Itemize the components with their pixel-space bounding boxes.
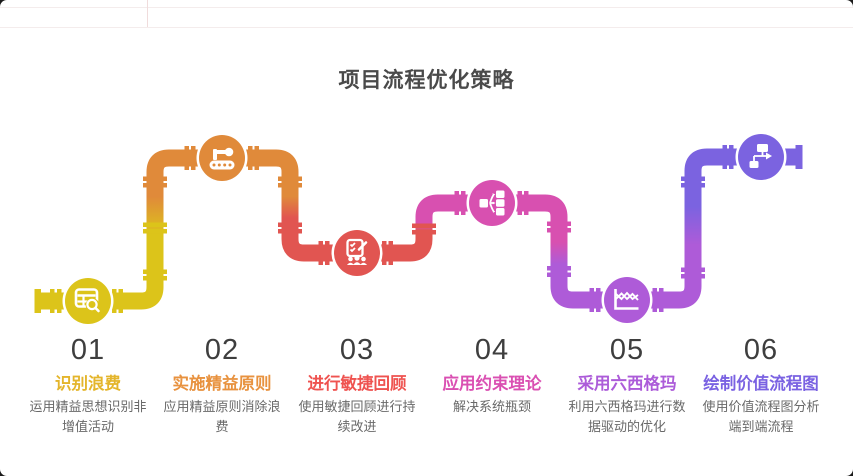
step-description-text: 运用精益思想识别非增值活动 bbox=[29, 399, 147, 434]
step-description-3: 使用敏捷回顾进行持续改进 bbox=[277, 397, 437, 436]
step-description-2: 应用精益原则消除浪费 bbox=[142, 397, 302, 436]
pipe-end-cap bbox=[795, 145, 803, 169]
step-title-1: 识别浪费 bbox=[55, 375, 121, 393]
flange bbox=[143, 222, 167, 227]
step-description-text: 使用敏捷回顾进行持续改进 bbox=[298, 399, 416, 434]
step-node-6 bbox=[735, 131, 787, 183]
flange bbox=[57, 289, 62, 313]
flange-group-1 bbox=[34, 222, 167, 313]
flange bbox=[681, 267, 705, 272]
table-search-icon bbox=[74, 288, 100, 313]
flowchart-icon bbox=[749, 144, 772, 168]
flange bbox=[278, 176, 302, 181]
step-node-1 bbox=[62, 275, 114, 327]
flange bbox=[461, 191, 466, 215]
flange bbox=[278, 183, 302, 188]
step-description-text: 使用价值流程图分析端到端流程 bbox=[702, 399, 820, 434]
flange bbox=[681, 176, 705, 181]
checklist-icon bbox=[346, 238, 368, 265]
flange bbox=[318, 241, 323, 265]
flange-group-3 bbox=[278, 222, 436, 265]
step-title-5: 采用六西格玛 bbox=[577, 375, 677, 393]
flange bbox=[517, 191, 522, 215]
step-description-text: 应用精益原则消除浪费 bbox=[163, 399, 281, 434]
flange bbox=[143, 229, 167, 234]
pipe-run-1 bbox=[38, 284, 164, 310]
flange-group-4 bbox=[454, 191, 571, 233]
step-title-6: 绘制价值流程图 bbox=[703, 375, 819, 393]
step-description-4: 解决系统瓶颈 bbox=[412, 397, 572, 417]
flange bbox=[325, 241, 330, 265]
flange bbox=[278, 229, 302, 234]
flange bbox=[454, 191, 459, 215]
step-title-3: 进行敏捷回顾 bbox=[307, 375, 407, 393]
step-node-4 bbox=[466, 177, 518, 229]
flange bbox=[547, 272, 571, 277]
flange bbox=[388, 241, 393, 265]
step-title-4: 应用约束理论 bbox=[442, 375, 542, 393]
flange bbox=[547, 228, 571, 233]
flange bbox=[254, 146, 259, 170]
flange bbox=[547, 266, 571, 271]
flange bbox=[412, 223, 436, 228]
node-circle bbox=[334, 230, 380, 276]
step-number-6: 06 bbox=[743, 334, 779, 366]
robot-arm-icon bbox=[209, 147, 235, 170]
step-number-2: 02 bbox=[204, 334, 240, 366]
flange bbox=[50, 289, 55, 313]
step-title-2: 实施精益原则 bbox=[172, 375, 272, 393]
flange bbox=[382, 241, 387, 265]
flange bbox=[722, 145, 727, 169]
flange-group-5 bbox=[547, 266, 705, 312]
node-circle bbox=[199, 135, 245, 181]
flange bbox=[681, 274, 705, 279]
flange bbox=[412, 230, 436, 235]
step-node-2 bbox=[196, 132, 248, 184]
line-chart-icon bbox=[614, 289, 639, 310]
pipe-connector-5-6 bbox=[684, 174, 702, 283]
flange bbox=[112, 289, 117, 313]
pipe-connector-2-3 bbox=[281, 175, 299, 236]
flange bbox=[681, 183, 705, 188]
faint-grid-line bbox=[0, 7, 853, 8]
flange bbox=[659, 288, 664, 312]
step-number-4: 04 bbox=[474, 334, 510, 366]
flange-group-2 bbox=[143, 146, 302, 188]
step-node-3 bbox=[331, 227, 383, 279]
flange bbox=[191, 146, 196, 170]
flange bbox=[729, 145, 734, 169]
pipe-end-cap bbox=[34, 289, 41, 313]
step-description-text: 解决系统瓶颈 bbox=[452, 399, 531, 414]
flange bbox=[184, 146, 189, 170]
flange bbox=[143, 269, 167, 274]
faint-grid-line bbox=[147, 0, 148, 27]
flange bbox=[143, 176, 167, 181]
flange bbox=[248, 146, 253, 170]
step-number-1: 01 bbox=[70, 334, 106, 366]
flange bbox=[652, 288, 657, 312]
faint-grid-line bbox=[0, 27, 853, 28]
flange bbox=[143, 276, 167, 281]
flange bbox=[524, 191, 529, 215]
page-title: 项目流程优化策略 bbox=[338, 69, 515, 92]
step-number-3: 03 bbox=[339, 334, 375, 366]
step-node-5 bbox=[601, 274, 653, 326]
flange bbox=[596, 288, 601, 312]
flange bbox=[589, 288, 594, 312]
branch-icon bbox=[479, 190, 505, 216]
step-description-1: 运用精益思想识别非增值活动 bbox=[8, 397, 168, 436]
flange bbox=[278, 222, 302, 227]
step-description-6: 使用价值流程图分析端到端流程 bbox=[681, 397, 841, 436]
flange bbox=[143, 183, 167, 188]
node-circle bbox=[738, 134, 784, 180]
flange bbox=[547, 221, 571, 226]
flange bbox=[118, 289, 123, 313]
step-number-5: 05 bbox=[609, 334, 645, 366]
step-description-5: 利用六西格玛进行数据驱动的优化 bbox=[547, 397, 707, 436]
pipe-run-6 bbox=[684, 148, 799, 174]
step-description-text: 利用六西格玛进行数据驱动的优化 bbox=[568, 399, 686, 434]
